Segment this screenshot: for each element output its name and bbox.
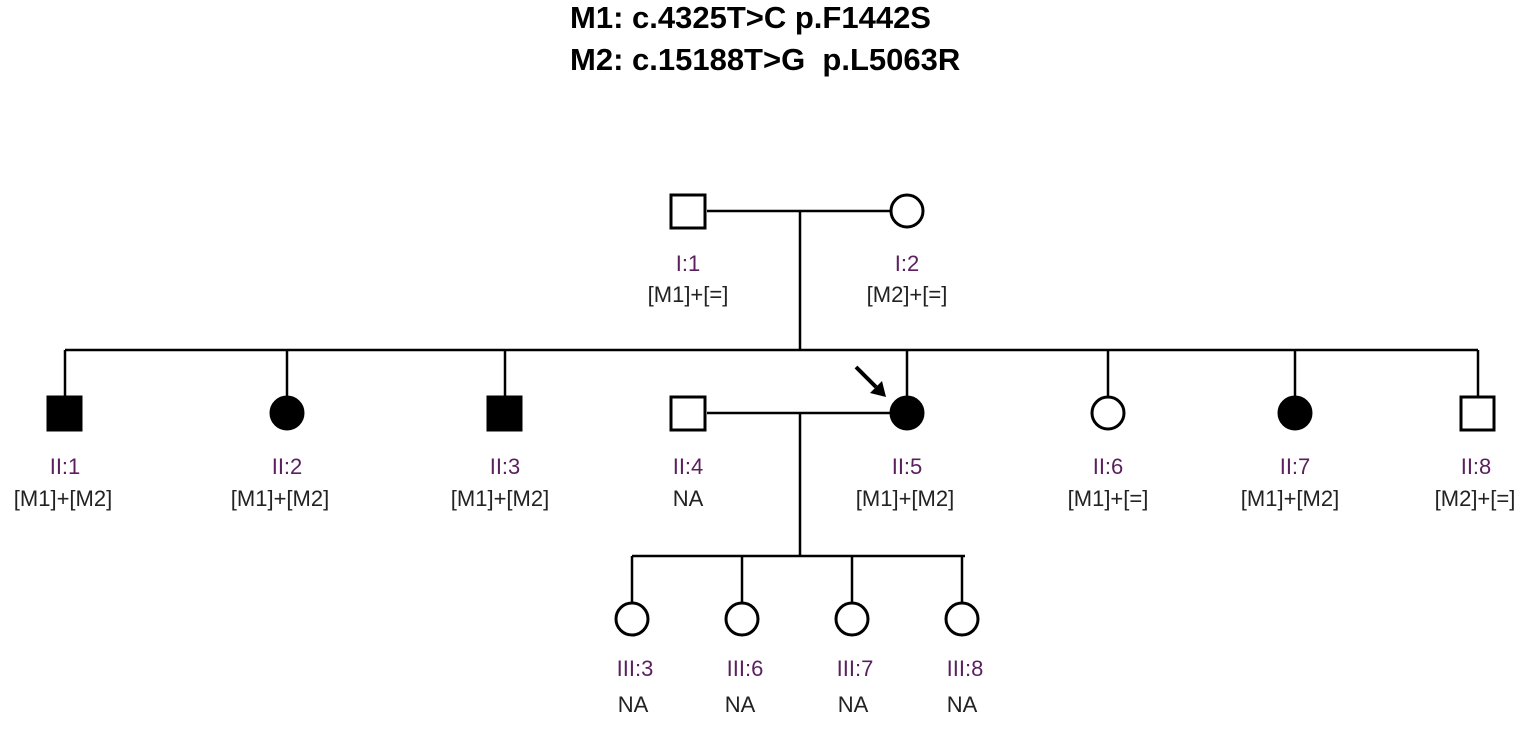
label-genotype-II5: [M1]+[M2] — [856, 486, 954, 511]
label-genotype-III7: NA — [838, 692, 869, 717]
label-genotype-II8: [M2]+[=] — [1435, 486, 1516, 511]
label-id-II4: II:4 — [673, 454, 704, 479]
pedigree-symbols — [46, 193, 1496, 637]
label-id-III8: III:8 — [947, 656, 984, 681]
label-id-II1: II:1 — [50, 454, 81, 479]
label-genotype-III6: NA — [725, 692, 756, 717]
label-genotype-II7: [M1]+[M2] — [1241, 486, 1339, 511]
individual-III8-female-unaffected — [944, 601, 980, 637]
label-genotype-II3: [M1]+[M2] — [451, 486, 549, 511]
label-genotype-I2: [M2]+[=] — [867, 282, 948, 307]
label-genotype-I1: [M1]+[=] — [648, 282, 729, 307]
individual-II3-male-affected — [486, 395, 523, 432]
individual-II6-female-unaffected — [1090, 395, 1126, 431]
label-genotype-II4: NA — [673, 486, 704, 511]
proband-arrow-icon — [854, 365, 886, 397]
label-id-II7: II:7 — [1280, 454, 1311, 479]
individual-II5-female-affected — [889, 395, 925, 431]
individual-III6-female-unaffected — [724, 601, 760, 637]
individual-II1-male-affected — [46, 395, 83, 432]
label-id-II3: II:3 — [490, 454, 521, 479]
label-id-II5: II:5 — [892, 454, 923, 479]
individual-I2-female-unaffected — [889, 193, 925, 229]
label-id-III6: III:6 — [727, 656, 764, 681]
label-genotype-III3: NA — [618, 692, 649, 717]
individual-I1-male-unaffected — [669, 193, 707, 230]
label-genotype-II6: [M1]+[=] — [1068, 486, 1149, 511]
label-genotype-III8: NA — [947, 692, 978, 717]
mutation-m1-label: M1: c.4325T>C p.F1442S — [570, 0, 931, 35]
label-id-II6: II:6 — [1093, 454, 1124, 479]
label-id-I1: I:1 — [676, 251, 700, 276]
label-id-III3: III:3 — [617, 656, 654, 681]
label-id-III7: III:7 — [837, 656, 874, 681]
mutation-legend: M1: c.4325T>C p.F1442S M2: c.15188T>G p.… — [0, 0, 1528, 90]
label-id-II2: II:2 — [272, 454, 303, 479]
individual-II8-male-unaffected — [1459, 395, 1496, 432]
individual-II2-female-affected — [269, 395, 305, 431]
individual-II4-male-unaffected — [669, 395, 707, 432]
individual-III7-female-unaffected — [834, 601, 870, 637]
individual-II7-female-affected — [1277, 395, 1313, 431]
mutation-m2-label: M2: c.15188T>G p.L5063R — [570, 42, 961, 77]
label-genotype-II2: [M1]+[M2] — [231, 486, 329, 511]
label-id-I2: I:2 — [895, 251, 919, 276]
individual-III3-female-unaffected — [614, 601, 650, 637]
pedigree-lines — [63, 209, 1480, 603]
label-genotype-II1: [M1]+[M2] — [14, 486, 112, 511]
label-id-II8: II:8 — [1461, 454, 1492, 479]
